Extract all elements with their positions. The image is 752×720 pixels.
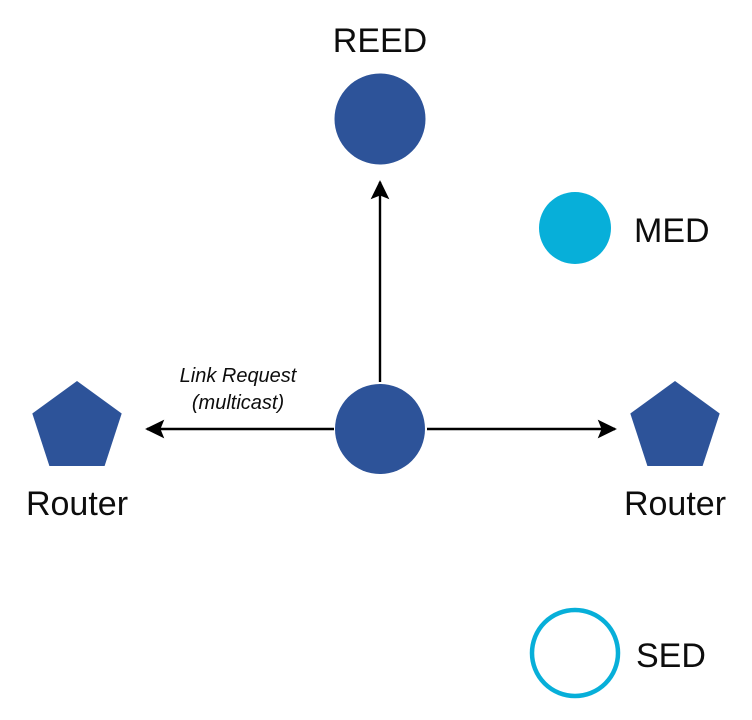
router-right-node-label: Router: [624, 485, 726, 523]
router-left-node-pentagon[interactable]: [32, 381, 122, 466]
sed-node-label: SED: [636, 637, 706, 675]
nodes-layer: [32, 73, 720, 699]
reed-node-circle[interactable]: [334, 73, 426, 165]
node-labels-layer: REED MED Router Router SED: [26, 22, 726, 675]
router-right-node-pentagon[interactable]: [630, 381, 720, 466]
edge-labels-layer: Link Request (multicast): [180, 365, 298, 414]
sed-node-circle[interactable]: [529, 607, 621, 699]
med-node-label: MED: [634, 212, 710, 250]
link-request-label-line2: (multicast): [192, 392, 284, 414]
router-left-node-label: Router: [26, 485, 128, 523]
reed-node-label: REED: [333, 22, 427, 60]
router-center-node-circle[interactable]: [335, 384, 425, 474]
link-request-label-line1: Link Request: [180, 365, 298, 387]
med-node-circle[interactable]: [539, 192, 611, 264]
edges-layer: [145, 180, 617, 439]
